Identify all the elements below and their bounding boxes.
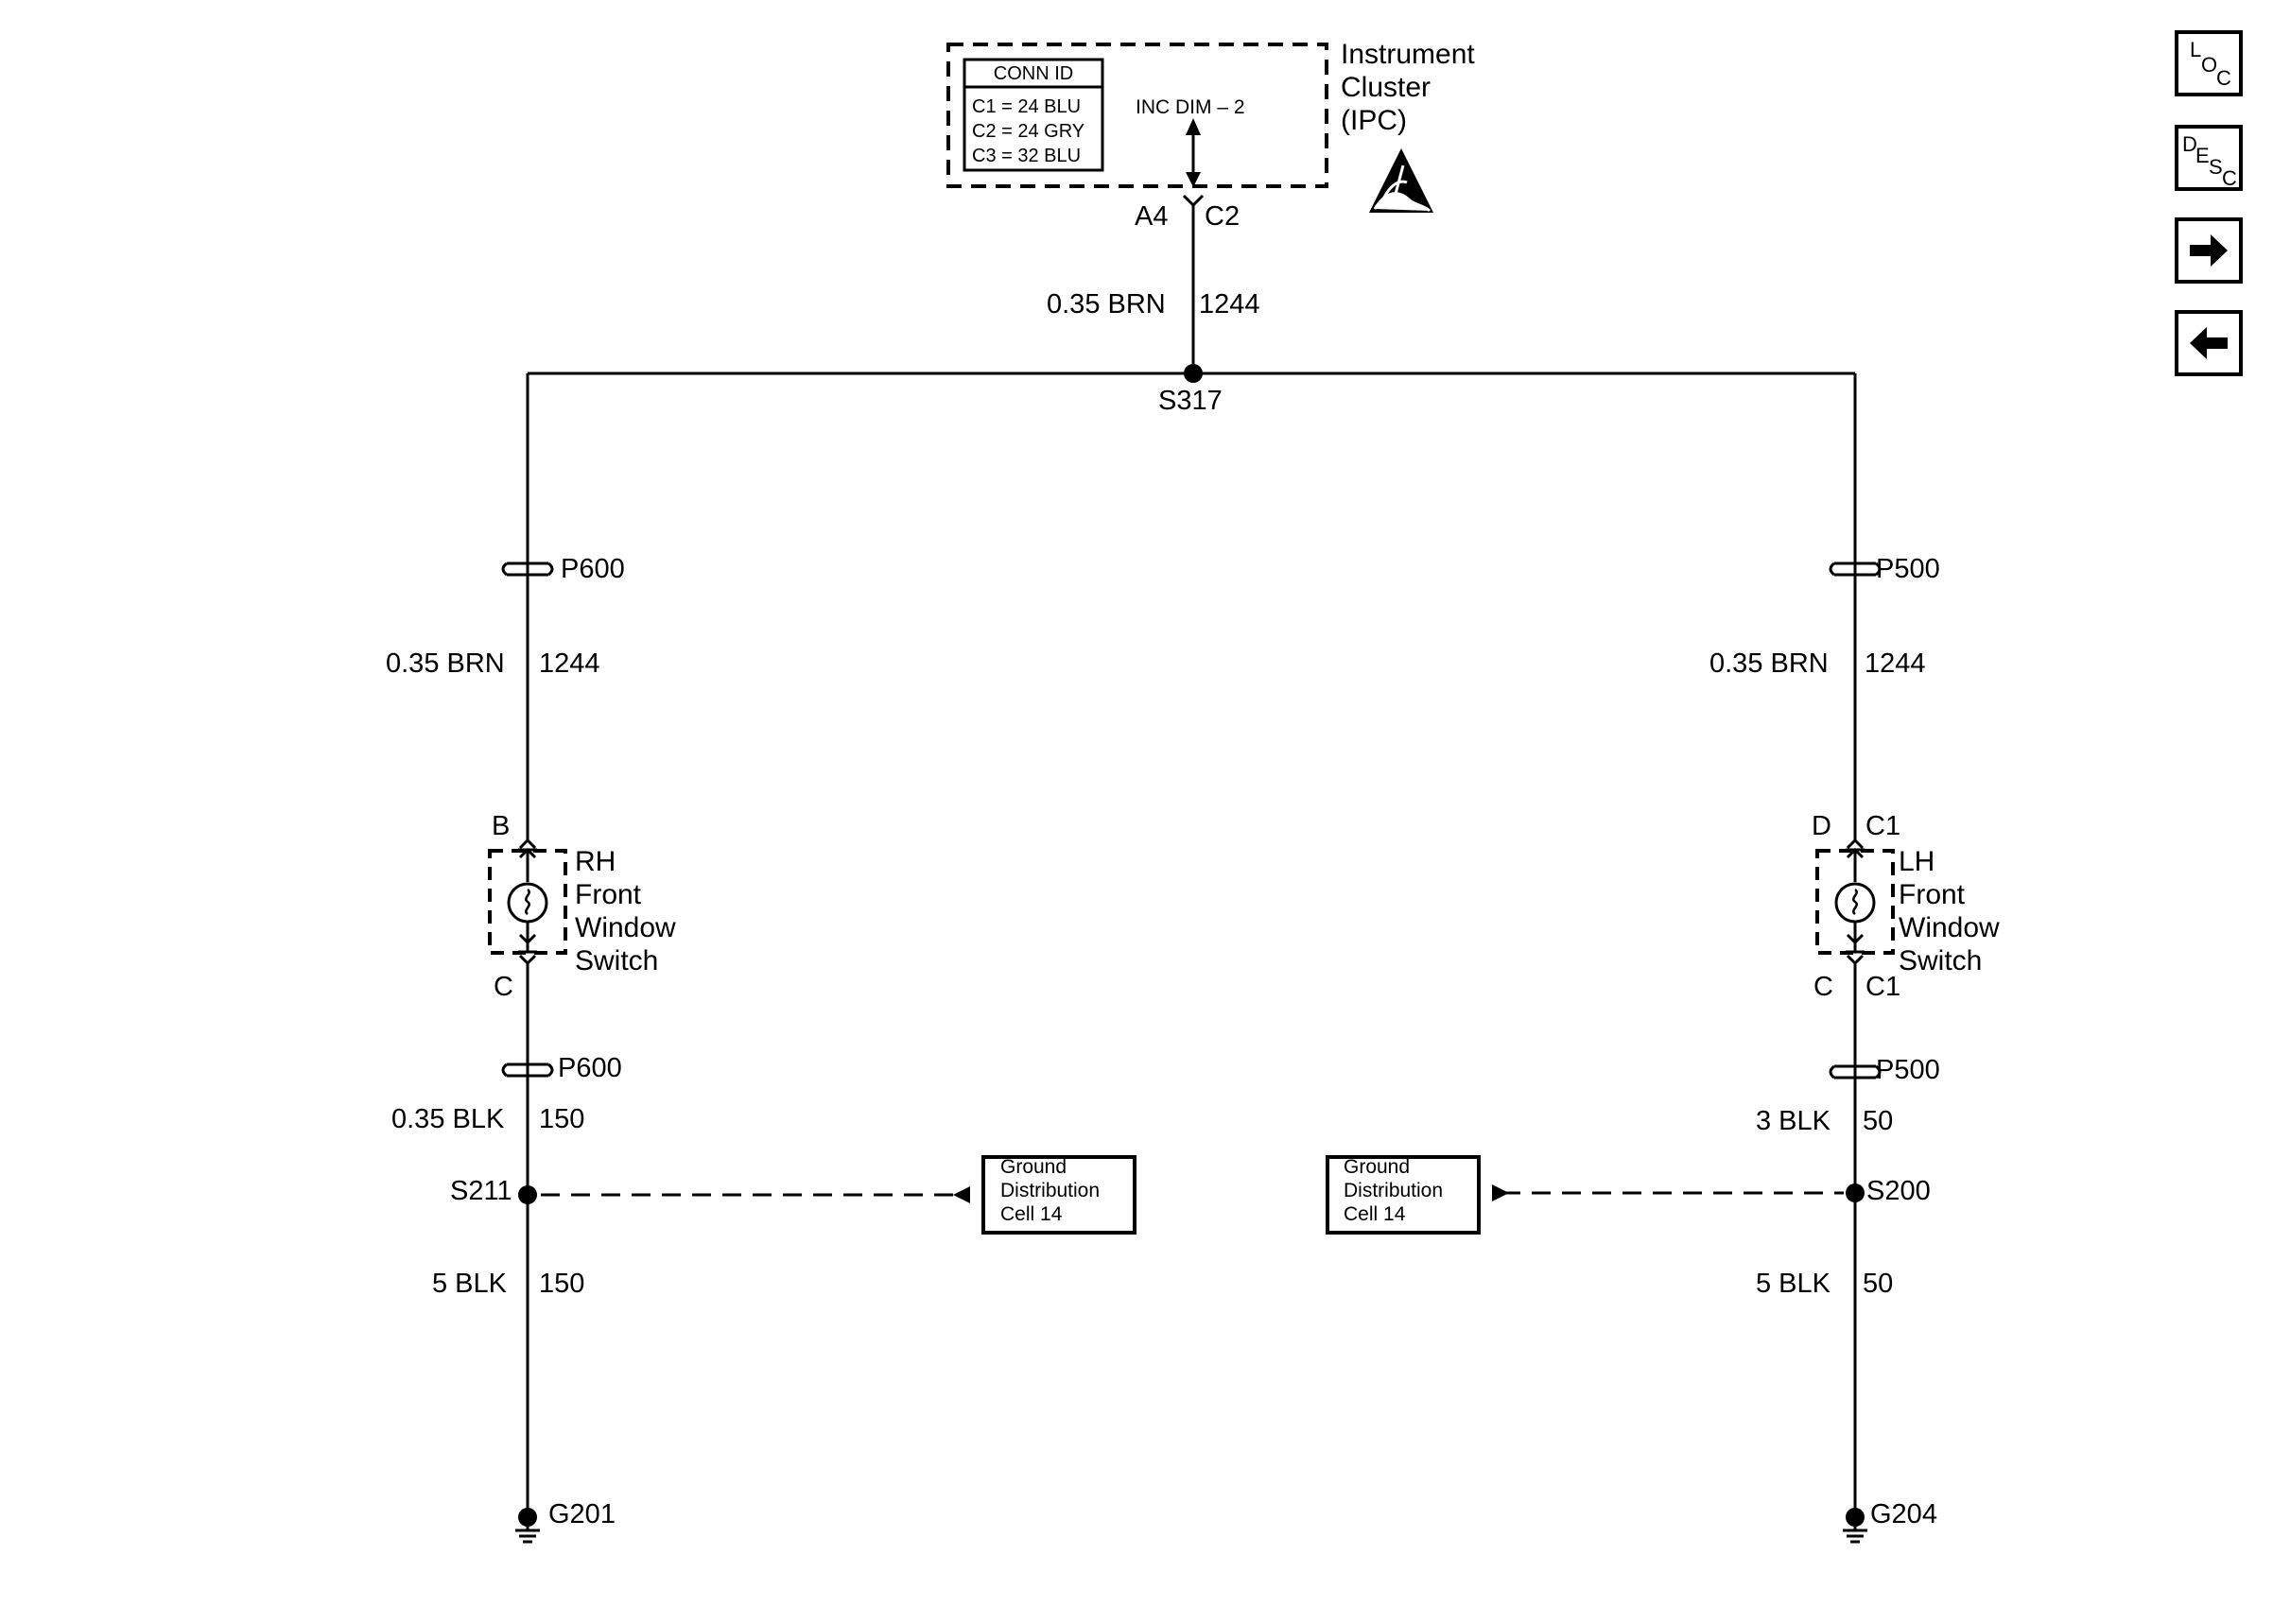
left-ref-line-3: Cell 14 (1000, 1203, 1063, 1225)
left-switch-name-4: Switch (575, 945, 659, 976)
left-wire-lower-circuit: 150 (539, 1269, 585, 1299)
right-wire-lower-gauge-color: 5 BLK (1756, 1269, 1831, 1299)
description-button[interactable]: D E S C (2175, 125, 2243, 191)
ground-g201-label: G201 (548, 1499, 616, 1529)
left-wire-mid-circuit: 150 (539, 1104, 585, 1134)
arrow-left-icon (2190, 327, 2228, 359)
left-switch-name-2: Front (575, 879, 642, 910)
right-wire-upper-gauge-color: 0.35 BRN (1709, 648, 1829, 679)
right-switch-pin-top: D (1812, 811, 1831, 841)
right-switch-connector-bottom: C1 (1865, 972, 1901, 1002)
right-wire-mid-gauge-color: 3 BLK (1756, 1106, 1831, 1136)
right-wire-mid-circuit: 50 (1863, 1106, 1894, 1136)
right-inline-upper-label: P500 (1876, 554, 1940, 584)
right-switch-name-3: Window (1899, 912, 2000, 943)
conn-id-box (963, 58, 1104, 172)
left-wire-mid-gauge-color: 0.35 BLK (391, 1104, 505, 1134)
ipc-name-line-3: (IPC) (1341, 105, 1407, 136)
right-inline-lower-label: P500 (1876, 1055, 1940, 1085)
left-ground-distribution-ref[interactable]: Ground Distribution Cell 14 (1000, 1155, 1100, 1226)
right-switch-name-2: Front (1899, 879, 1966, 910)
left-switch-name-1: RH (575, 846, 616, 877)
left-switch-pin-bottom: C (494, 972, 513, 1002)
conn-id-row-c3: C3 = 32 BLU (972, 146, 1082, 166)
right-switch-pin-bottom: C (1813, 972, 1833, 1002)
right-ref-line-1: Ground (1344, 1156, 1411, 1178)
right-switch-name-1: LH (1899, 846, 1935, 877)
desc-letter-s: S (2209, 155, 2223, 179)
conn-id-title: CONN ID (993, 63, 1074, 84)
desc-letter-d: D (2182, 132, 2197, 156)
arrow-right-icon (2190, 234, 2228, 267)
desc-letter-e: E (2195, 144, 2210, 167)
splice-s317-dot (1184, 364, 1203, 383)
top-wire-circuit: 1244 (1199, 289, 1260, 320)
right-switch-connector-top: C1 (1865, 811, 1901, 841)
splice-s200-dot (1846, 1183, 1865, 1202)
left-ref-line-1: Ground (1000, 1156, 1067, 1178)
ipc-signal-label: INC DIM – 2 (1136, 96, 1245, 118)
loc-letter-o: O (2201, 53, 2218, 77)
conn-id-row-c2: C2 = 24 GRY (972, 121, 1085, 142)
left-switch-pin-top: B (492, 811, 511, 841)
left-inline-lower-label: P600 (558, 1053, 622, 1083)
left-ref-line-2: Distribution (1000, 1180, 1101, 1201)
back-button[interactable] (2175, 310, 2243, 376)
desc-letter-c: C (2222, 166, 2237, 190)
ipc-name-line-2: Cluster (1341, 72, 1431, 103)
left-wire-upper-circuit: 1244 (539, 648, 600, 679)
right-ground-distribution-ref[interactable]: Ground Distribution Cell 14 (1344, 1155, 1443, 1226)
loc-letter-c: C (2216, 66, 2231, 90)
splice-s317-label: S317 (1158, 386, 1223, 416)
top-wire-gauge-color: 0.35 BRN (1047, 289, 1166, 320)
right-wire-lower-circuit: 50 (1863, 1269, 1894, 1299)
esd-warning-icon (1369, 148, 1433, 213)
left-switch-name-3: Window (575, 912, 676, 943)
right-ref-line-2: Distribution (1344, 1180, 1444, 1201)
left-wire-lower-gauge-color: 5 BLK (432, 1269, 507, 1299)
ipc-connector-label: C2 (1205, 201, 1241, 232)
right-ref-line-3: Cell 14 (1344, 1203, 1406, 1225)
splice-s211-dot (518, 1185, 537, 1204)
ipc-outline (946, 43, 1328, 188)
ground-g204-label: G204 (1870, 1499, 1937, 1529)
location-button[interactable]: L O C (2175, 30, 2243, 96)
right-wire-upper-circuit: 1244 (1865, 648, 1926, 679)
ipc-pin-label: A4 (1135, 201, 1169, 232)
next-button[interactable] (2175, 217, 2243, 284)
ipc-name-line-1: Instrument (1341, 39, 1475, 70)
left-wire-upper-gauge-color: 0.35 BRN (386, 648, 505, 679)
conn-id-row-c1: C1 = 24 BLU (972, 96, 1082, 117)
right-switch-name-4: Switch (1899, 945, 1983, 976)
splice-s200-label: S200 (1866, 1176, 1931, 1206)
left-inline-upper-label: P600 (561, 554, 625, 584)
splice-s211-label: S211 (450, 1176, 512, 1206)
loc-letter-l: L (2190, 38, 2202, 61)
